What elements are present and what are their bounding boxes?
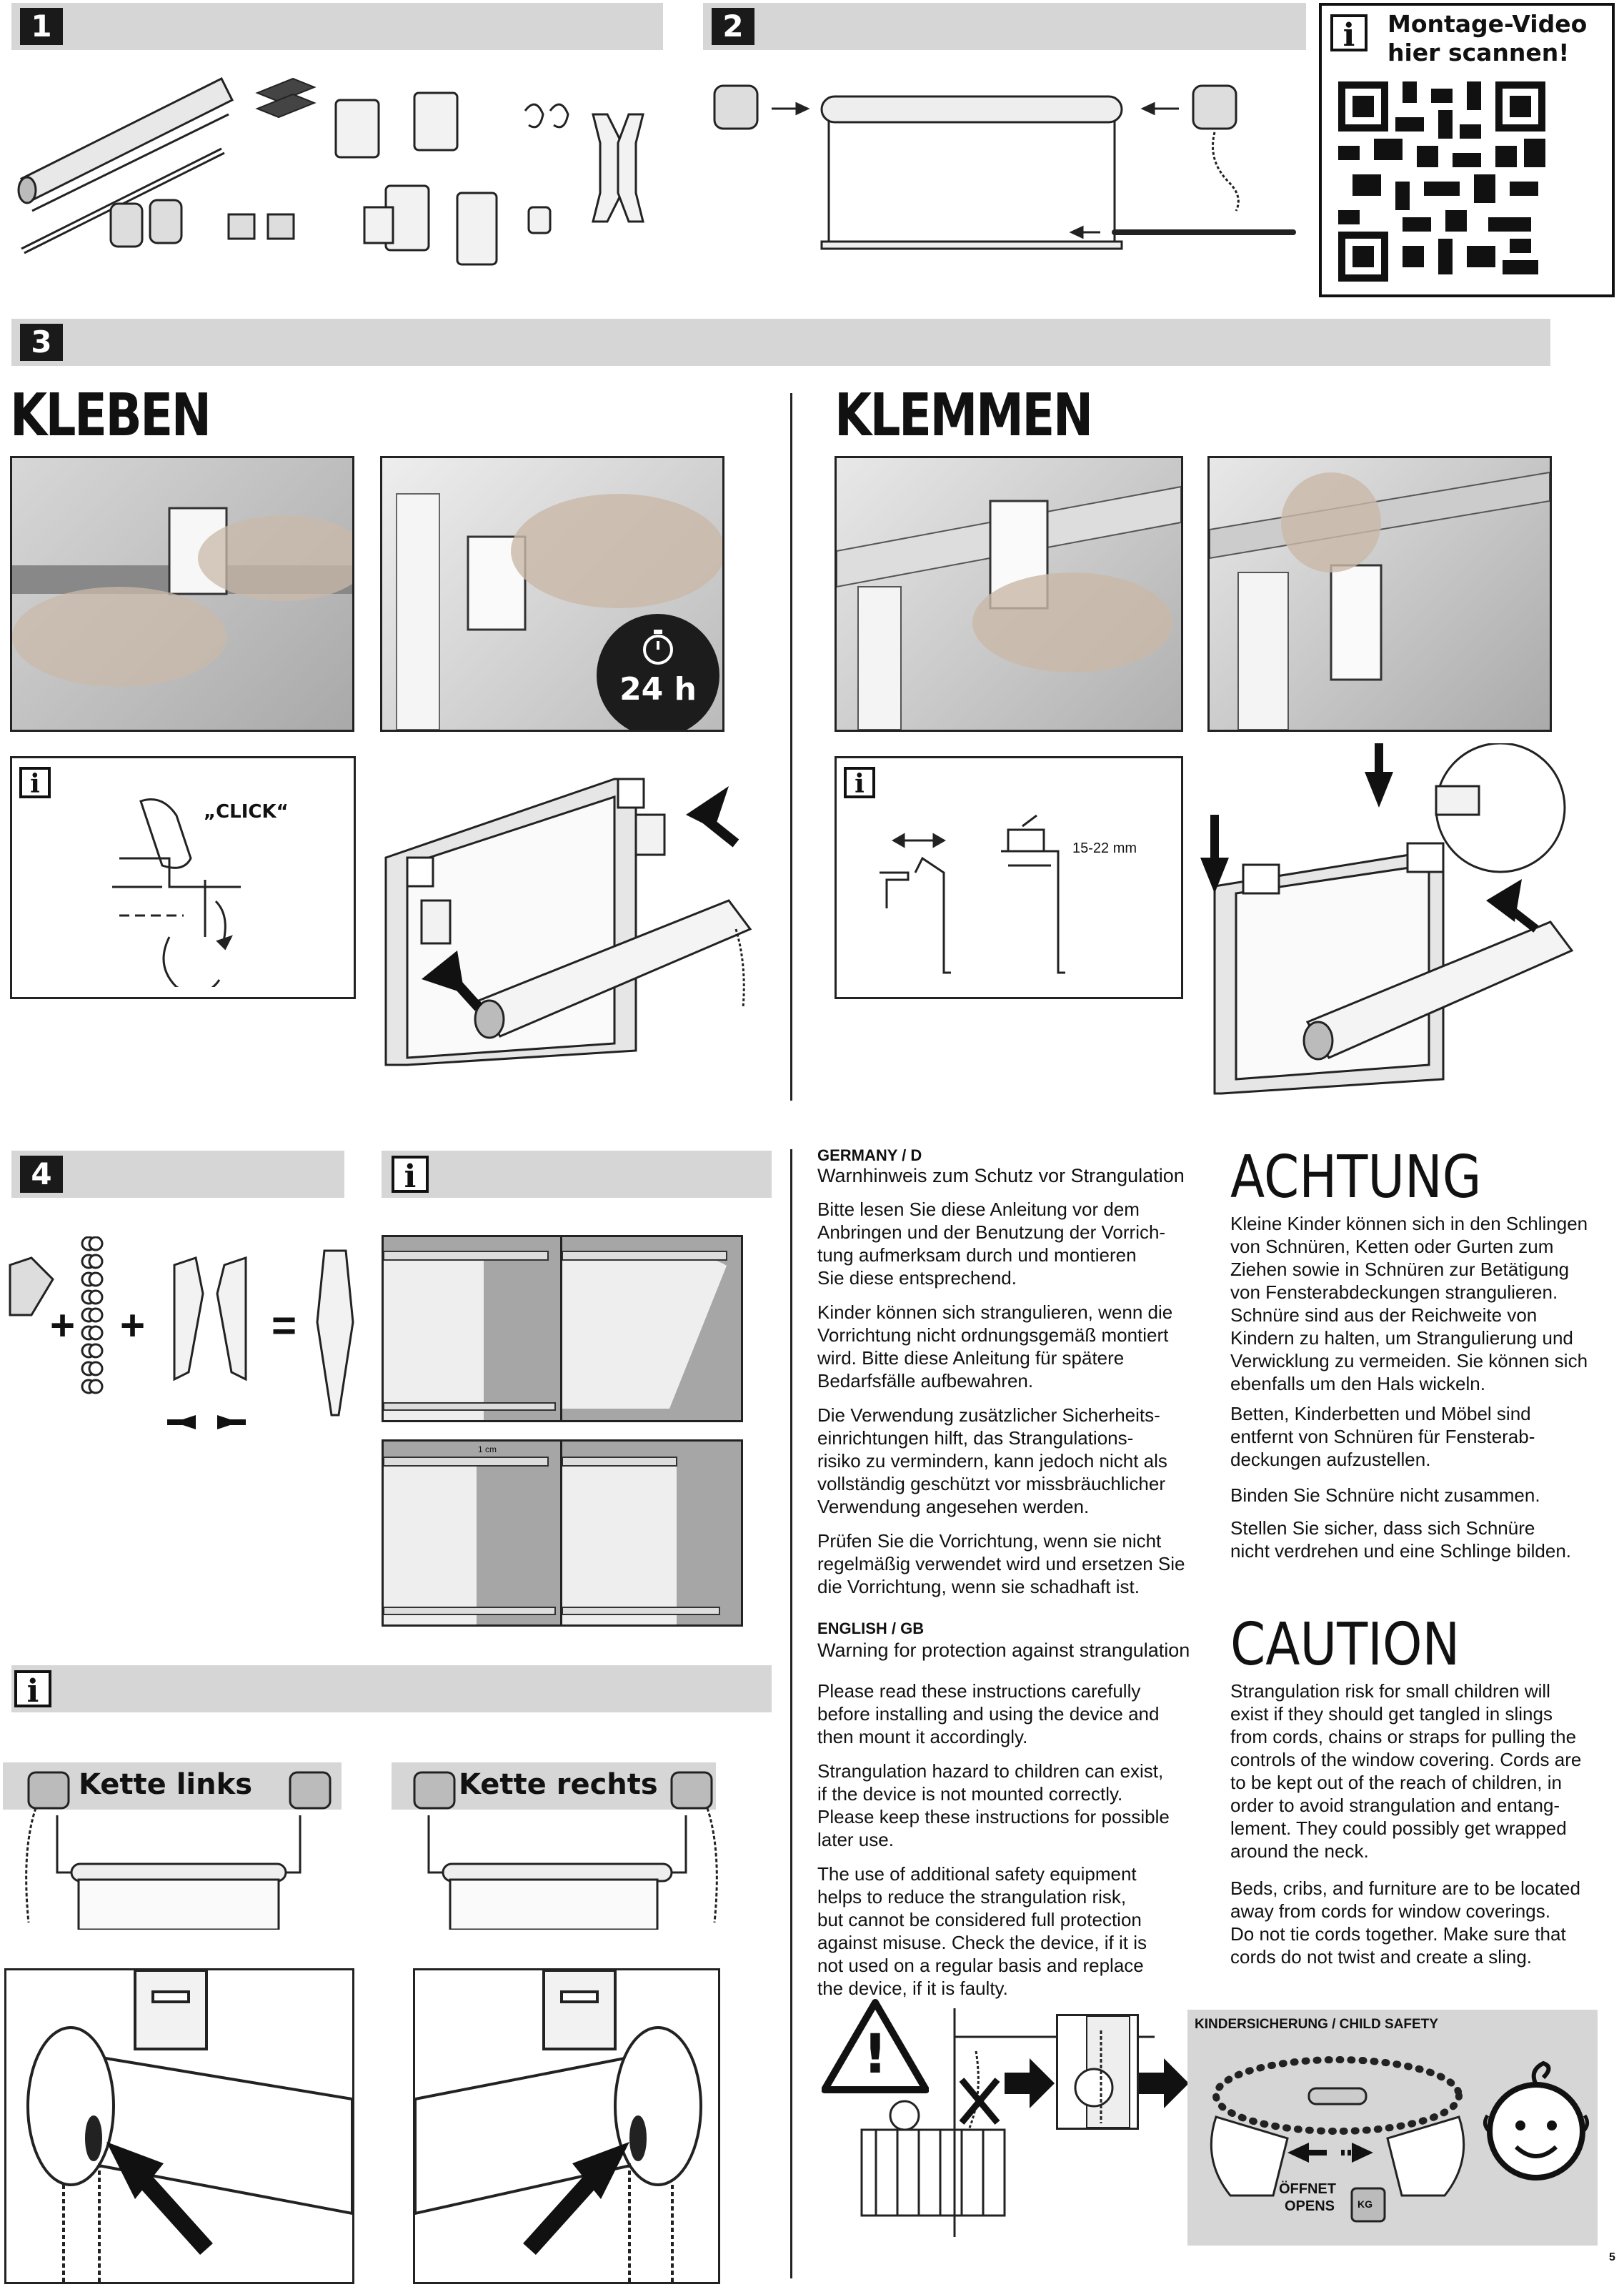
step-3-number: 3 xyxy=(20,324,63,361)
bead-chain-loop-illustration xyxy=(1210,2056,1465,2223)
chain-left-closeup xyxy=(4,1968,354,2284)
warning-en-country: ENGLISH / GB xyxy=(817,1619,925,1637)
plus-sign-2: + xyxy=(120,1301,146,1349)
achtung-title: ACHTUNG xyxy=(1230,1144,1482,1211)
info-icon: i xyxy=(14,1670,51,1710)
achtung-paragraph-2: Betten, Kinderbetten und Möbel sind entf… xyxy=(1230,1403,1535,1470)
step-4-number: 4 xyxy=(20,1156,63,1193)
measure-label: 1 cm xyxy=(478,1444,497,1454)
info-header-bar-top: i xyxy=(382,1151,772,1198)
warning-en-paragraph-3: The use of additional safety equipment h… xyxy=(817,1863,1147,1999)
weight-label: KG xyxy=(1358,2198,1373,2210)
plus-sign-1: + xyxy=(50,1301,76,1349)
step-3-header-bar: 3 xyxy=(11,319,1550,366)
caution-title: CAUTION xyxy=(1230,1611,1460,1679)
parts-overview-illustration xyxy=(17,76,644,266)
page-number: 5 xyxy=(1609,2251,1615,2263)
cure-time-badge: 24 h xyxy=(597,614,719,730)
warning-exclamation: ! xyxy=(862,2022,888,2085)
klemmen-photo-2 xyxy=(1207,456,1552,732)
achtung-paragraph-3: Binden Sie Schnüre nicht zusammen. xyxy=(1230,1484,1540,1506)
klemmen-mounting-diagram xyxy=(1200,743,1574,1095)
qr-caption-line-1: Montage-Video xyxy=(1388,10,1588,38)
step-2-number: 2 xyxy=(712,8,754,45)
caution-paragraph-1: Strangulation risk for small children wi… xyxy=(1230,1680,1582,1862)
trim-panel-2 xyxy=(560,1235,743,1422)
click-label: „CLICK“ xyxy=(204,801,289,823)
achtung-paragraph-4: Stellen Sie sicher, dass sich Schnüre ni… xyxy=(1230,1517,1572,1562)
assembly-illustration xyxy=(713,84,1296,250)
chain-right-diagram xyxy=(413,1771,718,1930)
warning-de-paragraph-1: Bitte lesen Sie diese Anleitung vor dem … xyxy=(817,1199,1166,1289)
warning-de-paragraph-3: Die Verwendung zusätzlicher Sicherheits-… xyxy=(817,1404,1167,1517)
trim-panel-4 xyxy=(560,1439,743,1627)
opens-label-de: ÖFFNET xyxy=(1279,2181,1336,2197)
step-1-number: 1 xyxy=(20,8,63,45)
arrow-right-icon xyxy=(1139,2058,1189,2108)
achtung-paragraph-1: Kleine Kinder können sich in den Schling… xyxy=(1230,1213,1588,1394)
trim-panel-3: 1 cm xyxy=(382,1439,564,1627)
warning-en-paragraph-1: Please read these instructions carefully… xyxy=(817,1680,1160,1747)
klemmen-info-box: i 15-22 mm xyxy=(835,756,1183,999)
warning-de-paragraph-4: Prüfen Sie die Vorrichtung, wenn sie nic… xyxy=(817,1530,1185,1597)
stopwatch-icon xyxy=(643,630,673,665)
warning-de-country: GERMANY / D xyxy=(817,1146,922,1164)
cure-time-label: 24 h xyxy=(619,671,697,708)
kleben-photo-2: 24 h xyxy=(380,456,724,732)
chain-left-label: Kette links xyxy=(79,1768,253,1801)
info-icon: i xyxy=(1330,14,1368,54)
caution-paragraph-2: Beds, cribs, and furniture are to be loc… xyxy=(1230,1877,1580,1968)
kleben-info-box: i „CLICK“ xyxy=(10,756,356,999)
warning-de-subtitle: Warnhinweis zum Schutz vor Strangulation xyxy=(817,1165,1185,1186)
warnings-divider xyxy=(790,1149,792,2278)
warning-en-subtitle: Warning for protection against strangula… xyxy=(817,1639,1190,1661)
equals-sign: = xyxy=(272,1301,297,1349)
child-safety-title: KINDERSICHERUNG / CHILD SAFETY xyxy=(1195,2017,1438,2032)
warning-de-paragraph-2: Kinder können sich strangulieren, wenn d… xyxy=(817,1301,1173,1391)
chain-stopper-diagram xyxy=(9,1236,354,1429)
trim-panel-1 xyxy=(382,1235,564,1422)
klemmen-photo-1 xyxy=(835,456,1183,732)
warning-triangle-icon xyxy=(822,1999,929,2093)
info-icon: i xyxy=(392,1156,429,1195)
baby-face-icon xyxy=(1483,2060,1589,2181)
qr-code-image xyxy=(1338,81,1545,282)
opens-label-en: OPENS xyxy=(1285,2198,1335,2214)
kleben-title: KLEBEN xyxy=(10,382,211,450)
qr-code-box[interactable]: i Montage-Video hier scannen! xyxy=(1319,3,1615,297)
info-header-bar-bottom: i xyxy=(11,1665,772,1712)
info-icon: i xyxy=(19,767,51,798)
section-divider xyxy=(790,393,792,1101)
chain-breakaway-closeup xyxy=(1056,2014,1139,2130)
step-1-header-bar: 1 xyxy=(11,3,663,50)
child-safety-panel: KINDERSICHERUNG / CHILD SAFETY ÖFFNET OP… xyxy=(1187,2010,1598,2246)
info-icon: i xyxy=(844,767,875,798)
klemmen-title: KLEMMEN xyxy=(835,382,1093,450)
arrow-right-icon xyxy=(1005,2058,1055,2108)
chain-left-diagram xyxy=(25,1771,332,1930)
chain-right-label: Kette rechts xyxy=(459,1768,658,1801)
gap-measure-label: 15-22 mm xyxy=(1072,840,1137,856)
clamp-fit-diagram xyxy=(880,814,1065,974)
kleben-photo-1 xyxy=(10,456,354,732)
step-4-header-bar: 4 xyxy=(11,1151,344,1198)
qr-caption-line-2: hier scannen! xyxy=(1388,39,1570,66)
chain-right-closeup xyxy=(413,1968,720,2284)
clip-click-diagram xyxy=(112,798,241,987)
kleben-mounting-diagram xyxy=(384,778,752,1066)
step-2-header-bar: 2 xyxy=(703,3,1306,50)
warning-en-paragraph-2: Strangulation hazard to children can exi… xyxy=(817,1760,1170,1850)
